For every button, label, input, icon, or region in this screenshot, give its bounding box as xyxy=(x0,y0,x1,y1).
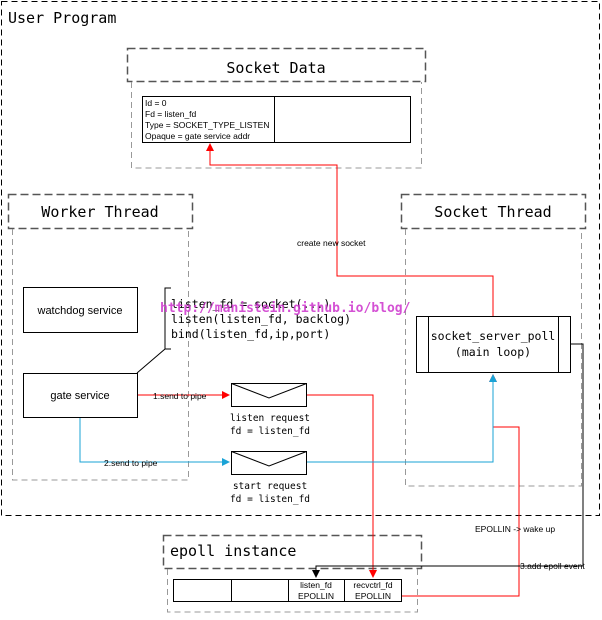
code-line-1: listen_fd = socket(...) xyxy=(171,297,330,311)
epoll-cell1-event: EPOLLIN xyxy=(298,591,334,601)
send-to-pipe-2-label: 2.send to pipe xyxy=(104,458,158,468)
socket-thread-group: Socket Thread socket_server_poll (main l… xyxy=(400,193,587,487)
add-epoll-event-arrow xyxy=(312,343,584,578)
user-program-title: User Program xyxy=(8,9,116,27)
socket-data-group: Socket Data Id = 0 Fd = listen_fd Type =… xyxy=(126,47,427,169)
epoll-title: epoll instance xyxy=(170,542,296,560)
watermark-url: http://manistein.github.io/blog/ xyxy=(160,301,411,316)
add-epoll-event-label: 3.add epoll event xyxy=(520,561,585,571)
start-request-envelope xyxy=(231,451,307,475)
create-socket-label: create new socket xyxy=(297,238,366,248)
epoll-cell2-fd: recvctrl_fd xyxy=(353,580,392,590)
listen-request-to-epoll-arrow xyxy=(307,394,377,578)
listen-code-block: listen_fd = socket(...) listen(listen_fd… xyxy=(171,297,351,341)
code-line-2: listen(listen_fd, backlog) xyxy=(171,312,351,326)
start-request-fd: fd = listen_fd xyxy=(230,494,310,505)
start-request-to-poll-arrow xyxy=(307,374,497,463)
watchdog-service-box xyxy=(23,287,138,333)
listen-request-label: listen request xyxy=(230,413,310,424)
socket-field-opaque: Opaque = gate service addr xyxy=(145,131,250,141)
code-line-3: bind(listen_fd,ip,port) xyxy=(171,327,330,341)
gate-service-box xyxy=(23,373,138,418)
listen-request-fd: fd = listen_fd xyxy=(230,426,310,437)
worker-thread-title: Worker Thread xyxy=(41,203,158,221)
socket-data-title: Socket Data xyxy=(226,59,325,77)
poll-line-1: socket_server_poll xyxy=(431,329,556,343)
user-program-frame: User Program xyxy=(1,1,600,516)
watchdog-service-label: watchdog service xyxy=(37,305,123,317)
gate-service-label: gate service xyxy=(50,390,109,402)
send-to-pipe-2-arrow xyxy=(79,418,230,466)
start-request-label: start request xyxy=(233,481,307,492)
send-to-pipe-1-label: 1.send to pipe xyxy=(153,391,207,401)
epoll-cell2-event: EPOLLIN xyxy=(355,591,391,601)
worker-thread-group: Worker Thread watchdog service gate serv… xyxy=(7,193,194,481)
socket-field-fd: Fd = listen_fd xyxy=(145,109,197,119)
socket-field-id: Id = 0 xyxy=(145,98,167,108)
poll-line-2: (main loop) xyxy=(455,345,531,359)
socket-server-poll-box xyxy=(416,316,571,373)
create-socket-arrow xyxy=(206,143,494,316)
socket-field-type: Type = SOCKET_TYPE_LISTEN xyxy=(145,120,269,130)
epoll-cell1-fd: listen_fd xyxy=(300,580,332,590)
socket-thread-title: Socket Thread xyxy=(434,203,551,221)
epoll-instance-group: epoll instance listen_fd EPOLLIN recvctr… xyxy=(162,534,423,613)
wake-up-label: EPOLLIN -> wake up xyxy=(475,524,555,534)
listen-request-envelope xyxy=(231,383,307,407)
